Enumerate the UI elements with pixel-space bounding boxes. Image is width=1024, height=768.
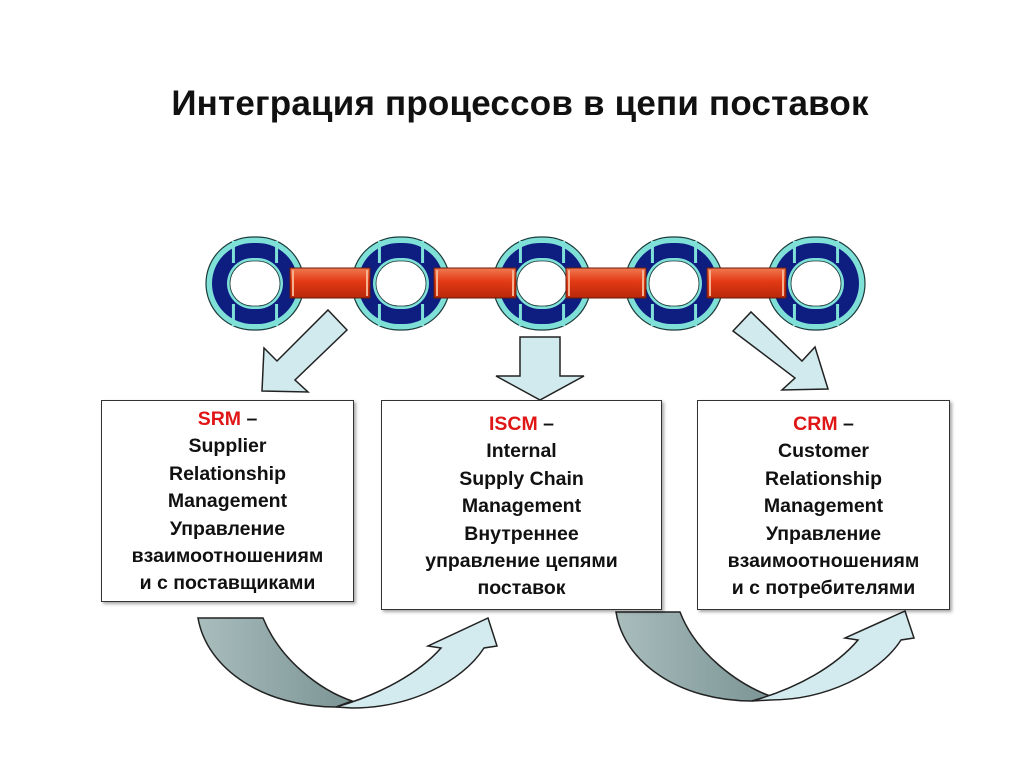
crm-acronym: CRM (793, 413, 838, 435)
chain-connector-bar (433, 267, 517, 299)
curved-arrow-icon (615, 609, 915, 702)
curved-arrow-icon (197, 616, 498, 709)
srm-acronym: SRM (197, 408, 242, 430)
iscm-acronym: ISCM (488, 413, 538, 435)
iscm-line: управление цепями (425, 550, 618, 573)
crm-line: Relationship (764, 467, 882, 490)
iscm-line: Management (461, 495, 582, 518)
down-arrow-icon (261, 308, 349, 393)
chain-link (205, 236, 305, 331)
chain-connector-bar (706, 267, 787, 299)
crm-line: Управление (765, 522, 882, 545)
chain-icon (205, 236, 866, 331)
iscm-box: ISCM – Internal Supply Chain Management … (381, 400, 662, 610)
srm-line: Supplier (188, 435, 267, 458)
srm-line: Управление (169, 517, 286, 540)
down-arrow-icon (731, 310, 830, 391)
srm-box: SRM – Supplier Relationship Management У… (101, 400, 354, 602)
chain-link (351, 236, 451, 331)
iscm-dash: – (537, 413, 554, 435)
iscm-line: Внутреннее (464, 522, 579, 545)
chain-connector-bar (565, 267, 647, 299)
chain-link (492, 236, 592, 331)
page-title: Интеграция процессов в цепи поставок (171, 84, 869, 123)
srm-line: Management (167, 490, 288, 513)
iscm-line: поставок (477, 577, 566, 600)
crm-dash: – (837, 413, 854, 435)
srm-header: SRM – (102, 406, 353, 433)
srm-dash: – (241, 408, 258, 430)
iscm-header: ISCM – (382, 411, 661, 438)
chain-link (624, 236, 724, 331)
srm-line: взаимоотношениям (131, 545, 324, 568)
crm-line: взаимоотношениям (727, 550, 920, 573)
crm-line: Management (763, 495, 884, 518)
chain-link (766, 236, 866, 331)
iscm-line: Supply Chain (459, 467, 584, 490)
iscm-line: Internal (486, 440, 557, 463)
crm-header: CRM – (698, 411, 949, 438)
chain-connector-bar (289, 267, 371, 299)
crm-box: CRM – Customer Relationship Management У… (697, 400, 950, 610)
crm-line: и с потребителями (731, 577, 916, 600)
crm-line: Customer (777, 440, 870, 463)
srm-line: Relationship (168, 462, 286, 485)
srm-line: и с поставщиками (139, 572, 316, 595)
down-arrow-icon (495, 336, 585, 401)
